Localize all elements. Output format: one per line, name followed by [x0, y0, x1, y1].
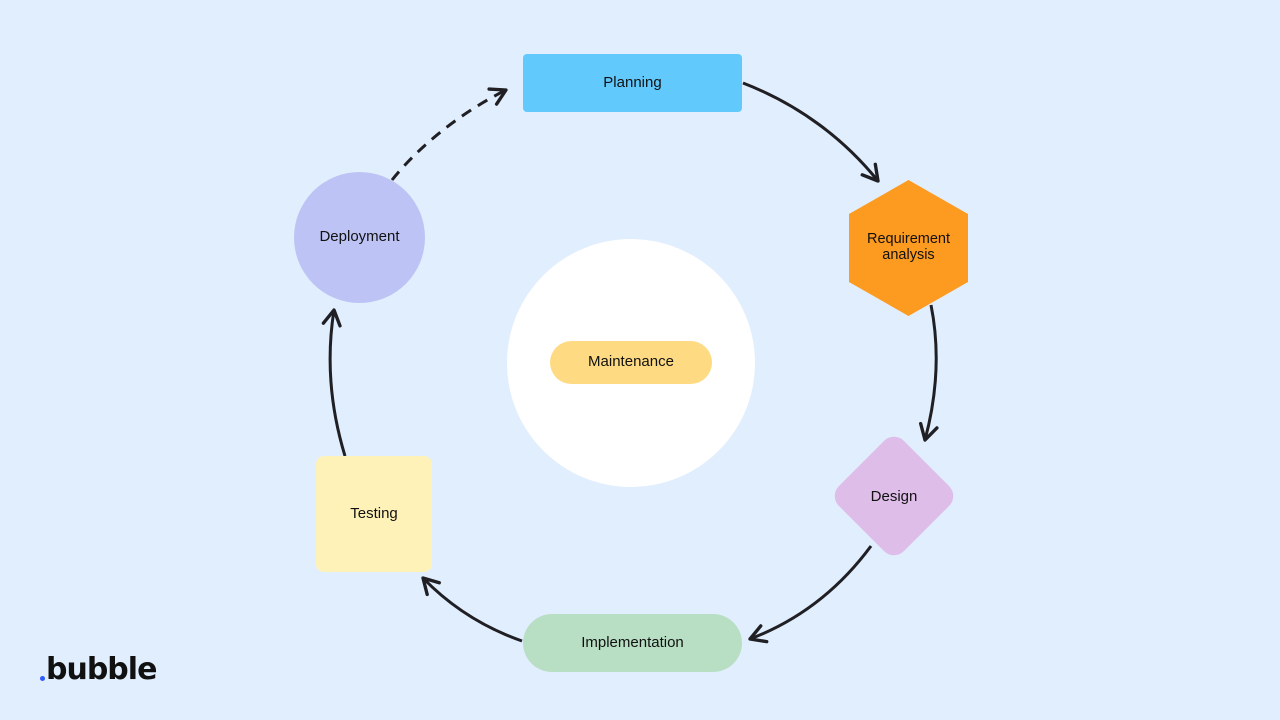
maintenance-label: Maintenance: [588, 353, 674, 371]
center-maintenance-pill: Maintenance: [550, 341, 712, 384]
arrow-requirement-to-design: [918, 304, 939, 442]
stage-implementation-label: Implementation: [581, 633, 684, 651]
stage-planning: Planning: [523, 54, 742, 112]
stage-implementation: Implementation: [523, 614, 742, 672]
stage-design-label: Design: [870, 487, 918, 505]
logo-dot-icon: [40, 676, 45, 681]
stage-testing: Testing: [316, 456, 432, 572]
stage-requirement-label-line1: Requirement: [866, 231, 950, 248]
stage-deployment-label: Deployment: [319, 228, 400, 246]
stage-planning-label: Planning: [603, 73, 662, 91]
logo-text: bubble: [46, 652, 157, 687]
arrow-testing-to-deployment: [321, 308, 347, 457]
arrow-planning-to-requirement: [742, 81, 880, 183]
arrow-deployment-to-planning: [390, 87, 508, 181]
stage-requirement-label-line2: analysis: [882, 247, 935, 263]
stage-design: Design: [828, 430, 960, 562]
stage-deployment: Deployment: [294, 172, 425, 303]
arrow-design-to-implementation: [748, 545, 873, 644]
arrow-implementation-to-testing: [421, 576, 523, 643]
bubble-logo: bubble: [40, 652, 157, 687]
stage-testing-label: Testing: [350, 504, 398, 522]
